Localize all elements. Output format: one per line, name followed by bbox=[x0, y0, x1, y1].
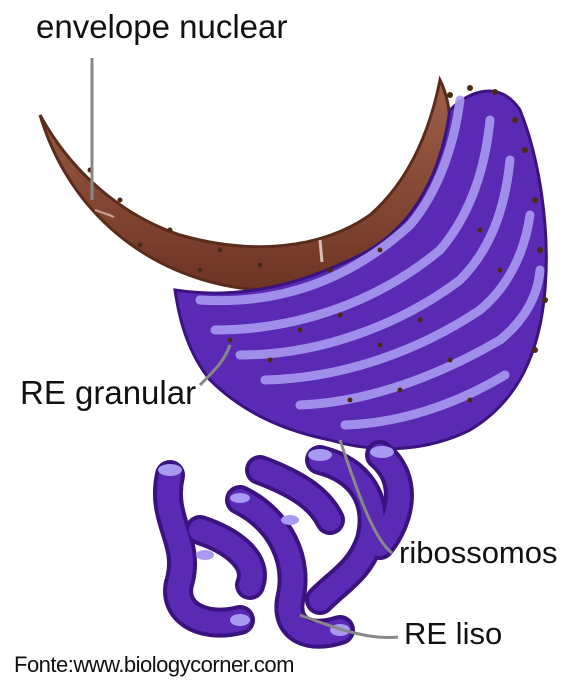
label-re-granular: RE granular bbox=[20, 374, 196, 412]
label-re-liso: RE liso bbox=[404, 616, 502, 652]
smooth-er bbox=[158, 446, 399, 636]
source-credit: Fonte:www.biologycorner.com bbox=[14, 652, 294, 678]
label-ribosomes: ribossomos bbox=[399, 535, 558, 571]
label-envelope-nuclear: envelope nuclear bbox=[36, 8, 287, 46]
